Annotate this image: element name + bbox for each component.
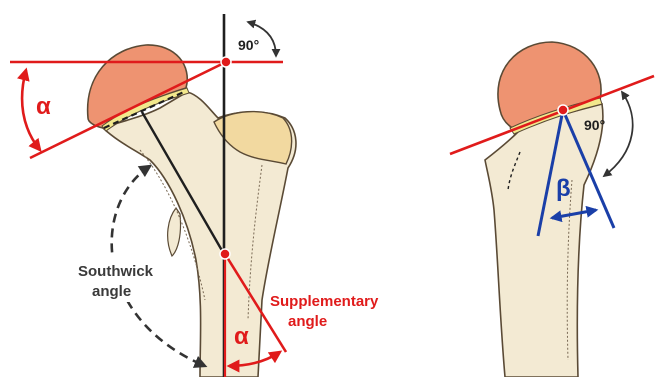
supplementary-label-line2: angle [288,313,327,330]
right-right-angle-arrow [604,92,633,176]
right-femur-body [485,104,603,377]
left-alpha-label-top: α [36,93,51,120]
left-femur: 90° α Southwick angle α Supplementary an… [10,14,379,377]
left-alpha-label-bottom: α [234,323,249,350]
right-beta-label: β [556,175,571,202]
left-right-angle-label: 90° [238,37,259,53]
supplementary-label-line1: Supplementary [270,293,379,310]
right-intersection-dot [558,105,568,115]
right-right-angle-label: 90° [584,117,605,133]
southwick-label-line2: angle [92,283,131,300]
right-femur: β 90° [450,42,654,377]
left-top-intersection-dot [221,57,231,67]
left-bottom-intersection-dot [220,249,230,259]
southwick-label-line1: Southwick [78,263,154,280]
